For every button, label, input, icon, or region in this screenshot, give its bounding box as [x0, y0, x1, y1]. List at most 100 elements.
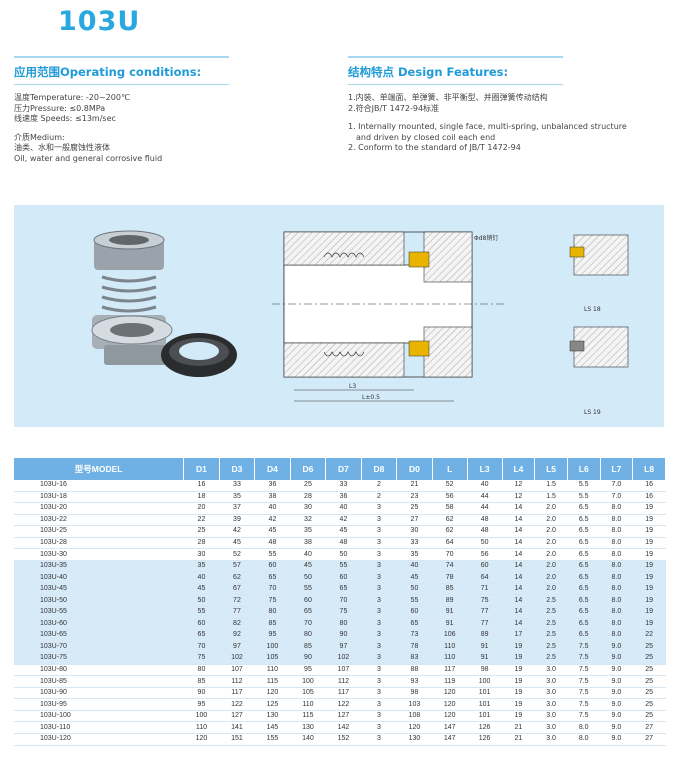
value-cell: 19 [632, 560, 666, 573]
value-cell: 2 [361, 491, 397, 504]
value-cell: 1.5 [534, 480, 568, 492]
value-cell: 74 [432, 560, 468, 573]
value-cell: 8.0 [600, 560, 633, 573]
operating-section: 应用范围Operating conditions: [14, 56, 229, 85]
value-cell: 71 [467, 583, 503, 596]
value-cell: 9.0 [600, 664, 633, 677]
value-cell: 75 [254, 594, 291, 607]
value-cell: 80 [254, 606, 291, 619]
column-header: D1 [183, 458, 220, 480]
value-cell: 65 [290, 606, 326, 619]
model-cell: 103U-120 [14, 733, 184, 746]
feature-en-1a: 1. Internally mounted, single face, mult… [348, 122, 627, 131]
value-cell: 120 [432, 698, 468, 711]
value-cell: 6.5 [567, 548, 601, 561]
value-cell: 19 [632, 606, 666, 619]
column-header: L5 [534, 458, 568, 480]
value-cell: 3 [361, 721, 397, 735]
value-cell: 30 [183, 548, 220, 561]
value-cell: 60 [467, 560, 503, 573]
label-ls18: LS 18 [584, 306, 601, 313]
value-cell: 48 [467, 514, 503, 527]
value-cell: 120 [396, 721, 433, 735]
value-cell: 80 [183, 664, 220, 677]
medium-cn: 油类、水和一般腐蚀性液体 [14, 143, 110, 152]
value-cell: 5.5 [567, 491, 601, 504]
value-cell: 64 [467, 571, 503, 584]
value-cell: 62 [219, 571, 255, 584]
value-cell: 82 [219, 618, 255, 631]
model-cell: 103U-65 [14, 629, 184, 642]
value-cell: 88 [396, 664, 433, 677]
value-cell: 25 [632, 641, 666, 654]
value-cell: 3 [361, 733, 397, 746]
divider [14, 84, 229, 85]
operating-conditions: 温度Temperature: -20~200℃ 压力Pressure: ≤0.8… [14, 93, 162, 164]
value-cell: 103 [396, 698, 433, 711]
model-cell: 103U-60 [14, 618, 184, 631]
value-cell: 110 [290, 698, 326, 711]
speed-text: 线速度 Speeds: ≤13m/sec [14, 114, 116, 123]
value-cell: 16 [632, 491, 666, 504]
value-cell: 3 [361, 698, 397, 711]
model-cell: 103U-85 [14, 675, 184, 688]
value-cell: 35 [183, 560, 220, 573]
value-cell: 33 [325, 480, 362, 492]
value-cell: 9.0 [600, 652, 633, 665]
value-cell: 2.0 [534, 514, 568, 527]
value-cell: 77 [467, 618, 503, 631]
value-cell: 28 [183, 537, 220, 550]
model-cell: 103U-75 [14, 652, 184, 665]
value-cell: 7.5 [567, 675, 601, 688]
value-cell: 14 [502, 502, 535, 515]
value-cell: 8.0 [600, 606, 633, 619]
value-cell: 120 [254, 687, 291, 700]
value-cell: 40 [325, 502, 362, 515]
pressure-text: 压力Pressure: ≤0.8MPa [14, 103, 106, 113]
value-cell: 2.5 [534, 629, 568, 642]
value-cell: 42 [325, 514, 362, 527]
value-cell: 110 [432, 641, 468, 654]
value-cell: 3.0 [534, 675, 568, 688]
value-cell: 3 [361, 664, 397, 677]
value-cell: 101 [467, 710, 503, 723]
feature-cn-1: 1.内装、单端面、单弹簧、非平衡型、并圈弹簧传动结构 [348, 93, 548, 102]
dim-l3: L3 [349, 383, 356, 390]
value-cell: 25 [290, 480, 326, 492]
value-cell: 52 [219, 548, 255, 561]
model-cell: 103U-20 [14, 502, 184, 515]
value-cell: 2.0 [534, 502, 568, 515]
model-cell: 103U-30 [14, 548, 184, 561]
value-cell: 117 [325, 687, 362, 700]
value-cell: 3.0 [534, 710, 568, 723]
value-cell: 100 [290, 675, 326, 688]
value-cell: 75 [325, 606, 362, 619]
value-cell: 8.0 [600, 525, 633, 538]
value-cell: 1.5 [534, 491, 568, 504]
value-cell: 55 [396, 594, 433, 607]
value-cell: 27 [632, 721, 666, 735]
value-cell: 95 [183, 698, 220, 711]
value-cell: 60 [396, 606, 433, 619]
column-header: D3 [219, 458, 256, 480]
value-cell: 40 [290, 548, 326, 561]
value-cell: 6.5 [567, 560, 601, 573]
feature-cn-2: 2.符合JB/T 1472-94标准 [348, 103, 440, 113]
value-cell: 117 [219, 687, 255, 700]
value-cell: 95 [290, 664, 326, 677]
value-cell: 38 [254, 491, 291, 504]
value-cell: 3 [361, 583, 397, 596]
value-cell: 98 [467, 664, 503, 677]
column-header: L7 [600, 458, 634, 480]
value-cell: 19 [632, 594, 666, 607]
value-cell: 3 [361, 560, 397, 573]
value-cell: 19 [502, 698, 535, 711]
